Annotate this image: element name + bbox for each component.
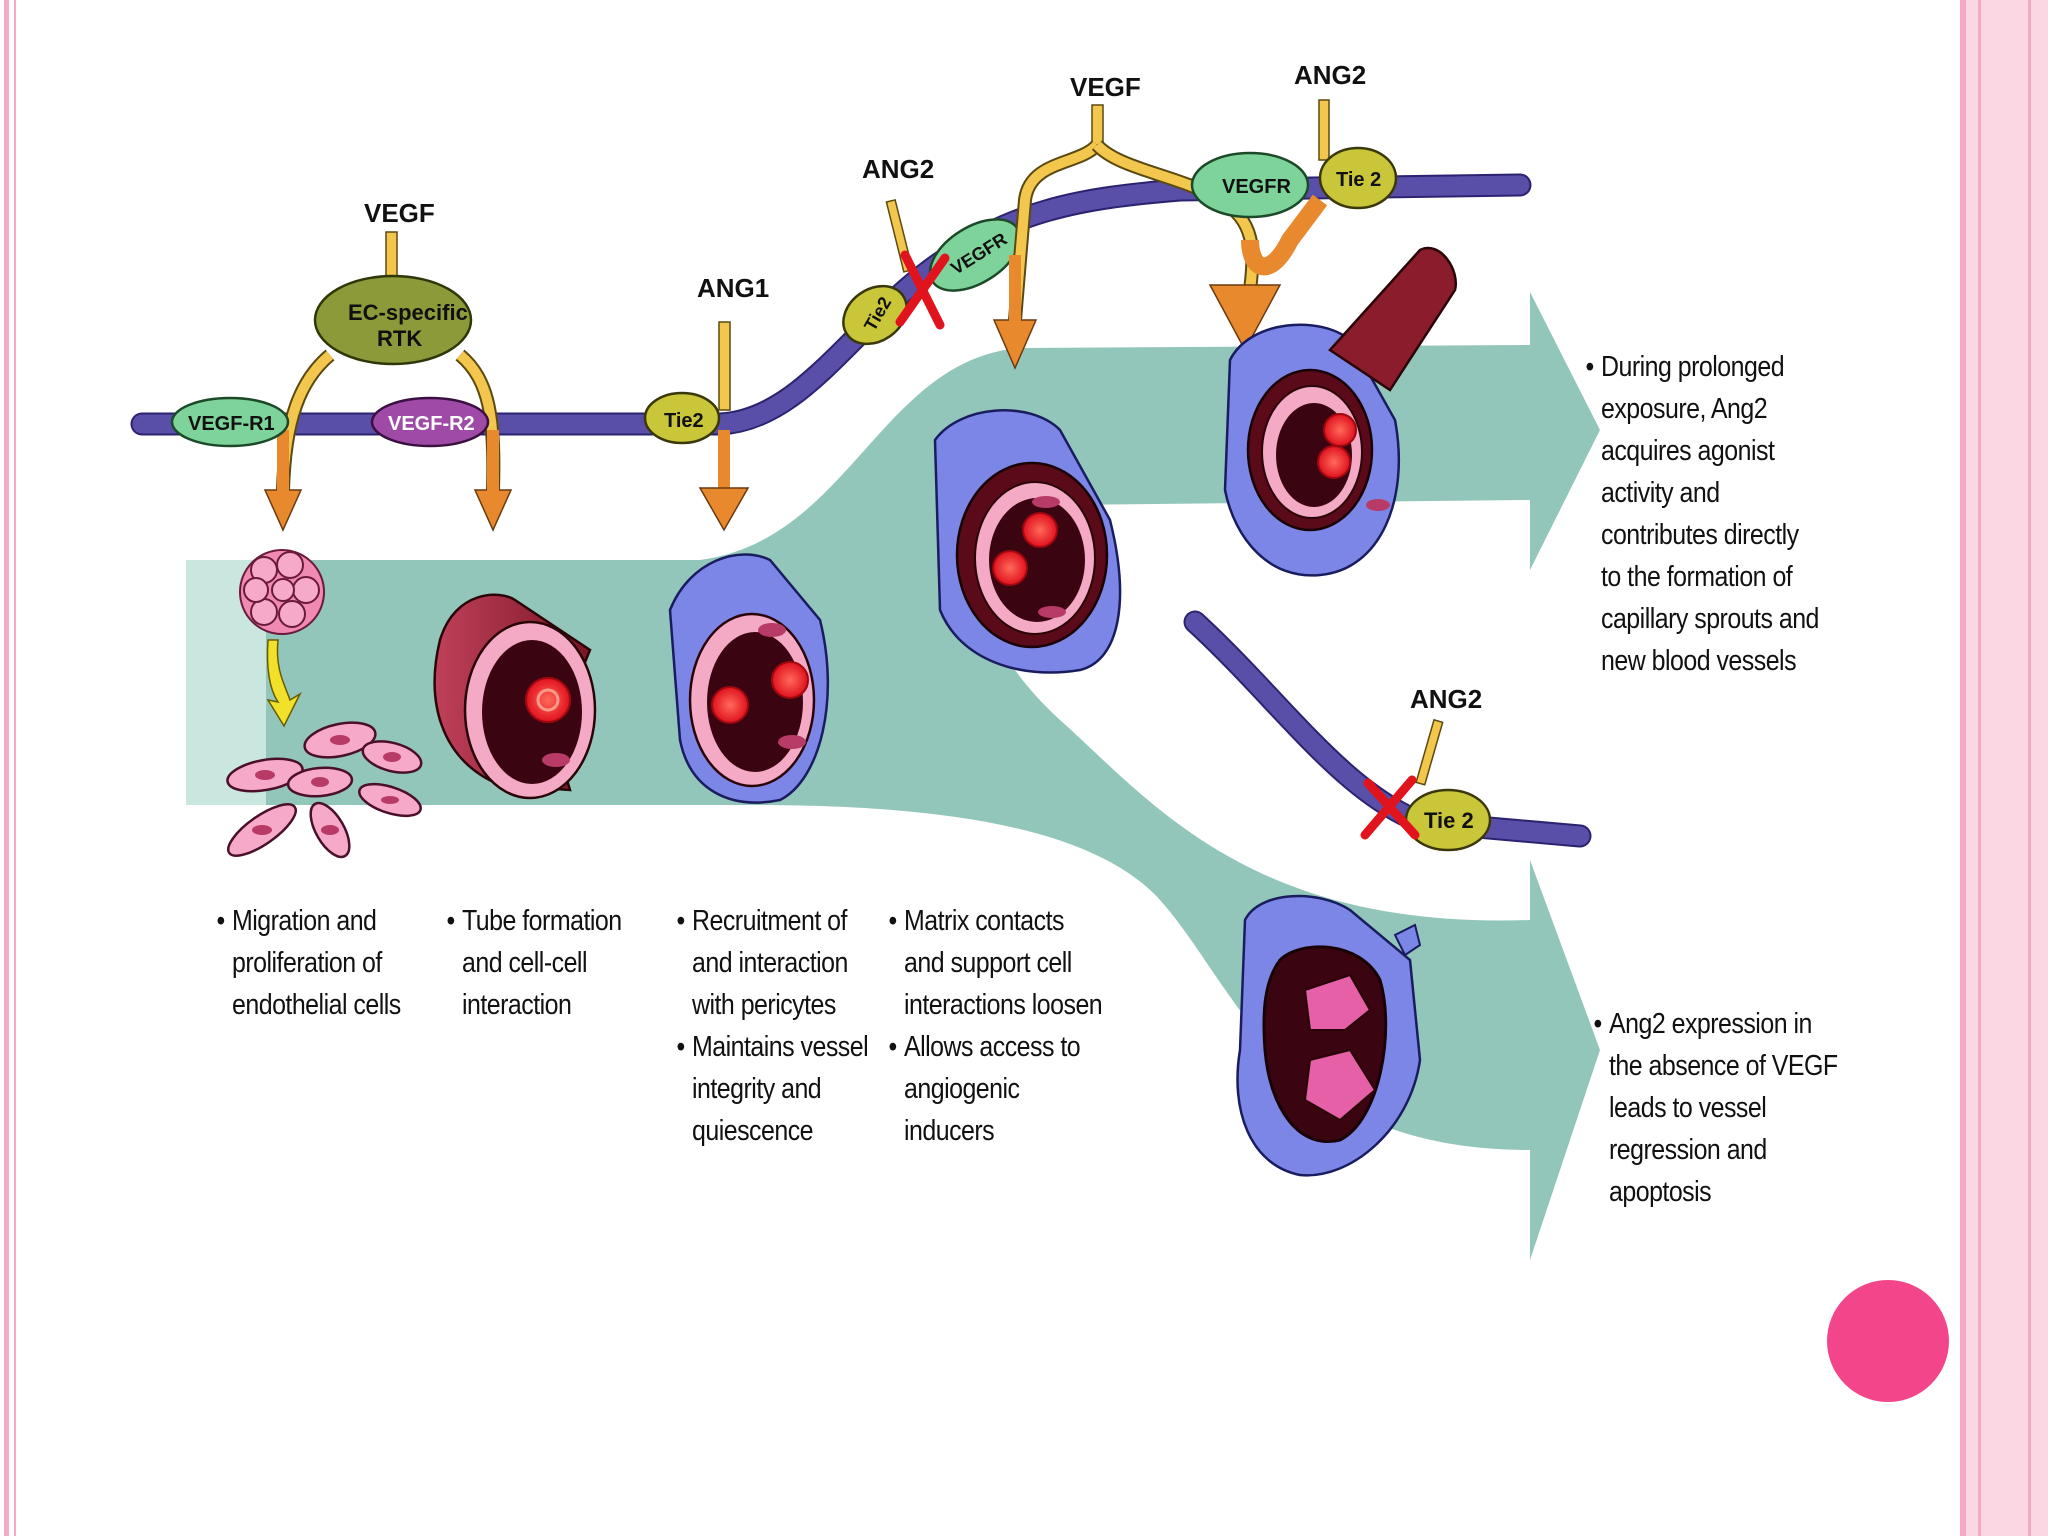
sprouting-vessel xyxy=(1223,246,1458,577)
caption-line: exposure, Ang2 xyxy=(1601,393,1768,425)
caption-line: leads to vessel xyxy=(1609,1092,1767,1124)
left-frame-stripe xyxy=(4,0,9,1536)
right-frame-stripe-inner xyxy=(1978,0,1981,1536)
block-x-mark-low xyxy=(1360,775,1420,840)
caption-line: Ang2 expression in xyxy=(1609,1003,1838,1045)
ang1-group xyxy=(643,321,750,532)
label-tie2-right: Tie 2 xyxy=(1336,169,1381,191)
label-ec-specific: EC-specific xyxy=(348,300,468,325)
loosened-vessel xyxy=(933,409,1122,674)
caption-outcome-upper: During prolonged exposure, Ang2 acquires… xyxy=(1601,346,1819,682)
label-tie2-left: Tie2 xyxy=(664,410,704,432)
caption-stage4: Matrix contacts and support cell interac… xyxy=(904,900,1103,1152)
label-ang2-mid: ANG2 xyxy=(862,154,934,184)
ang2-low-group xyxy=(1360,718,1492,852)
vegf-r1-receptor xyxy=(170,396,290,448)
caption-line: interaction xyxy=(462,989,572,1021)
caption-line: Tube formation xyxy=(462,900,622,942)
caption-line: Allows access to xyxy=(904,1026,1102,1068)
label-vegf-r1: VEGF-R1 xyxy=(188,413,275,435)
ang2-top-group xyxy=(1190,99,1398,352)
left-frame-stripe-inner xyxy=(14,0,16,1536)
caption-stage2: Tube formation and cell-cell interaction xyxy=(462,900,622,1026)
caption-line: endothelial cells xyxy=(232,989,401,1021)
tie2-right-receptor xyxy=(1318,146,1398,210)
label-vegfr-right: VEGFR xyxy=(1222,176,1291,198)
caption-line: Maintains vessel xyxy=(692,1026,869,1068)
caption-line: During prolonged xyxy=(1601,346,1819,388)
caption-line: angiogenic xyxy=(904,1073,1020,1105)
caption-line: to the formation of xyxy=(1601,561,1793,593)
right-frame-line xyxy=(2028,0,2031,1536)
label-vegf-r2: VEGF-R2 xyxy=(388,413,475,435)
caption-line: and interaction xyxy=(692,947,848,979)
vegf-r2-receptor xyxy=(370,396,490,448)
label-ang2-low: ANG2 xyxy=(1410,684,1482,714)
caption-line: Migration and xyxy=(232,900,401,942)
tie2-left-receptor xyxy=(643,391,721,445)
label-vegf-left: VEGF xyxy=(364,198,435,228)
caption-stage3: Recruitment of and interaction with peri… xyxy=(692,900,869,1152)
caption-line: and cell-cell xyxy=(462,947,587,979)
vegf-top-group xyxy=(992,104,1260,370)
ang2-mid-group xyxy=(842,198,1022,346)
caption-line: Recruitment of xyxy=(692,900,868,942)
caption-line: apoptosis xyxy=(1609,1176,1712,1208)
caption-line: Matrix contacts xyxy=(904,900,1102,942)
migration-arrow xyxy=(266,639,302,728)
vessel-with-pericytes xyxy=(668,553,830,804)
caption-line: contributes directly xyxy=(1601,519,1799,551)
caption-line: interactions loosen xyxy=(904,989,1103,1021)
caption-outcome-lower: Ang2 expression in the absence of VEGF l… xyxy=(1609,1003,1838,1213)
vessel-tube xyxy=(433,593,597,800)
caption-line: capillary sprouts and xyxy=(1601,603,1819,635)
label-rtk: RTK xyxy=(377,326,422,351)
regressing-vessel xyxy=(1236,894,1422,1177)
right-frame-panel xyxy=(1960,0,2048,1536)
tie2-mid-receptor xyxy=(842,284,908,346)
label-vegf-top: VEGF xyxy=(1070,72,1141,102)
right-frame-stripe xyxy=(1960,0,1966,1536)
caption-line: new blood vessels xyxy=(1601,645,1797,677)
caption-line: quiescence xyxy=(692,1115,814,1147)
caption-line: proliferation of xyxy=(232,947,382,979)
caption-line: the absence of VEGF xyxy=(1609,1050,1838,1082)
caption-line: integrity and xyxy=(692,1073,822,1105)
caption-line: with pericytes xyxy=(692,989,836,1021)
caption-stage1: Migration and proliferation of endotheli… xyxy=(232,900,401,1026)
caption-line: regression and xyxy=(1609,1134,1767,1166)
caption-line: acquires agonist xyxy=(1601,435,1775,467)
caption-line: inducers xyxy=(904,1115,995,1147)
label-ang2-top: ANG2 xyxy=(1294,60,1366,90)
vegfr-right-receptor xyxy=(1190,151,1310,219)
block-x-mark xyxy=(895,250,950,330)
caption-line: activity and xyxy=(1601,477,1720,509)
caption-line: and support cell xyxy=(904,947,1072,979)
vegf-left-group xyxy=(170,231,513,532)
label-tie2-low: Tie 2 xyxy=(1424,808,1474,833)
ec-specific-rtk-receptor xyxy=(313,274,473,366)
label-ang1: ANG1 xyxy=(697,273,769,303)
endothelial-cell-cluster xyxy=(239,549,325,635)
decorative-dot xyxy=(1827,1280,1949,1402)
